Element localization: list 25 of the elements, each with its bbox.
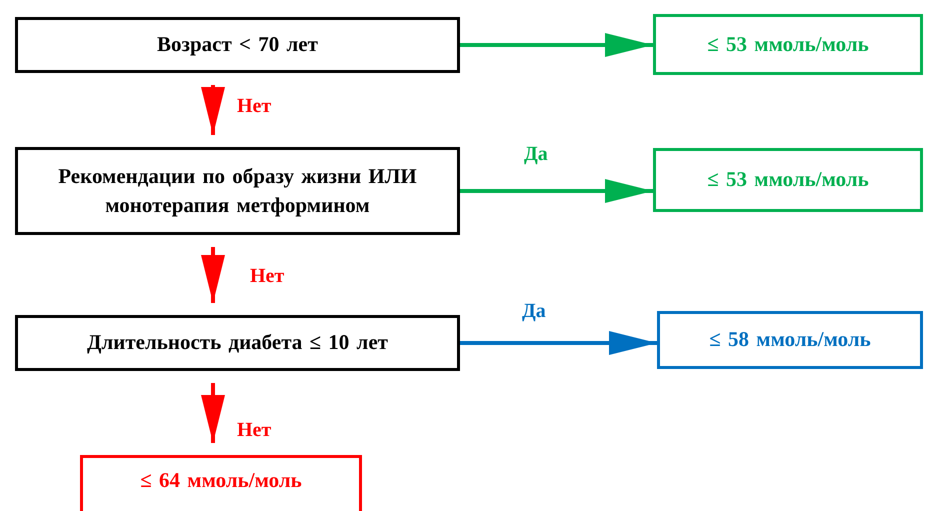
box-text: Возраст < 70 лет	[157, 31, 318, 58]
box-text: ≤ 53 ммоль/моль	[707, 30, 869, 58]
arrow	[201, 247, 225, 303]
edge-label: Да	[522, 300, 546, 323]
box-text: ≤ 58 ммоль/моль	[709, 326, 871, 354]
edge-label: Нет	[237, 419, 272, 442]
arrow	[460, 33, 653, 57]
arrow	[460, 331, 657, 355]
process-box	[15, 17, 460, 73]
arrow	[201, 383, 225, 443]
edge-label: Нет	[237, 95, 272, 118]
target-box	[657, 311, 923, 369]
target-box	[653, 14, 923, 75]
arrow	[201, 85, 225, 135]
box-text: Длительность диабета ≤ 10 лет	[87, 329, 388, 356]
target-box	[653, 148, 923, 212]
edge-label: Да	[524, 143, 548, 166]
process-box	[15, 315, 460, 371]
arrow	[460, 179, 653, 203]
box-text: ≤ 53 ммоль/моль	[707, 166, 869, 194]
target-box	[80, 455, 362, 511]
edge-label: Нет	[250, 265, 284, 288]
process-box	[15, 147, 460, 235]
box-text: ≤ 64 ммоль/моль	[140, 467, 302, 494]
box-text: Рекомендации по образу жизни ИЛИ монотерапия метформином	[57, 162, 418, 219]
